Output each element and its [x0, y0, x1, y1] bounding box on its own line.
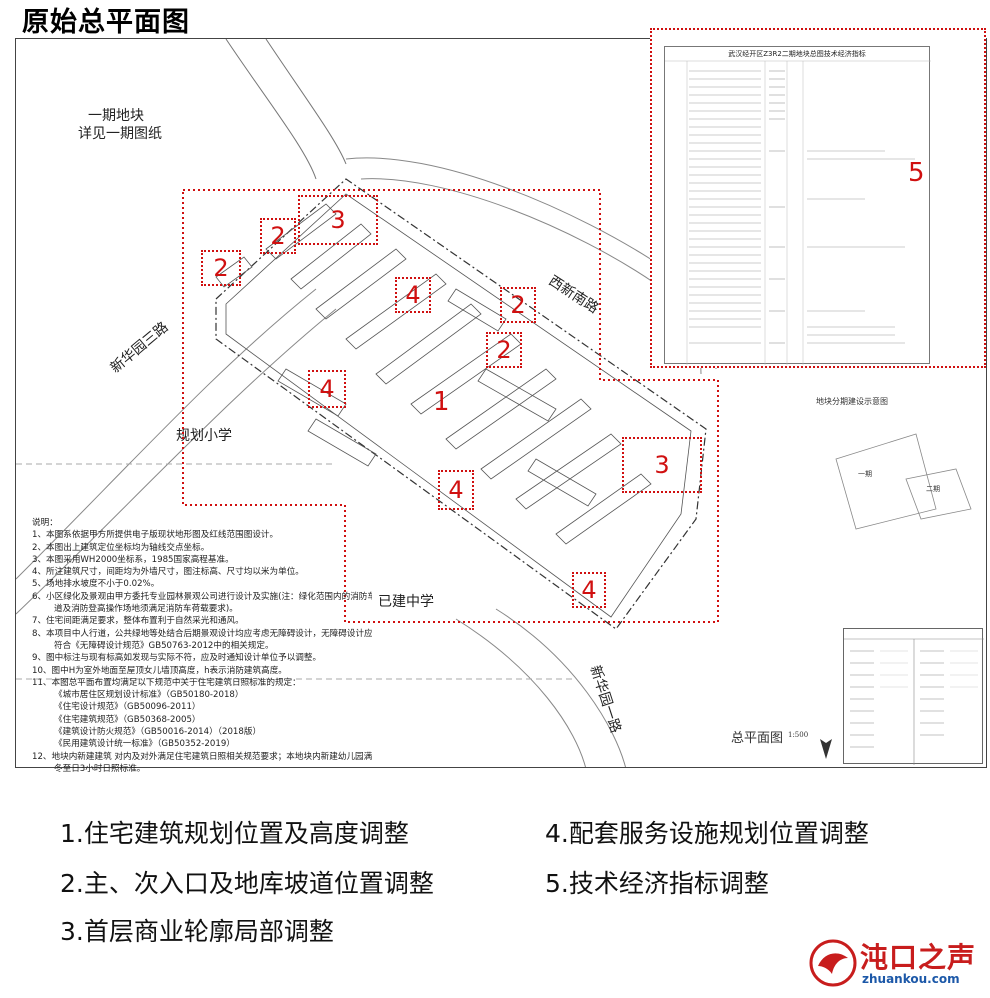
block1-label: 一期地块	[88, 108, 144, 124]
note-line: 《住宅设计规范》（GB50096-2011）	[54, 702, 201, 713]
zone-marker-5: 5	[908, 158, 925, 188]
note-line: 8、本项目中人行道，公共绿地等处结合后期景观设计均应考虑无障碍设计，无障碍设计应	[32, 628, 372, 639]
note-line: 4、所注建筑尺寸，间距均为外墙尺寸，图注标高、尺寸均以米为单位。	[32, 567, 304, 578]
note-line: 11、本图总平面布置均满足以下规范中关于住宅建筑日照标准的规定：	[32, 677, 301, 688]
north-arrow-icon	[820, 739, 832, 759]
note-line: 5、场地排水坡度不小于0.02%。	[32, 579, 160, 590]
note-line: 10、图中H为室外地面至屋顶女儿墙顶高度，h表示消防建筑高度。	[32, 665, 287, 676]
site-plan-drawing: 一期地块 详见一期图纸 新华园三路 西新南路 新华园一路 规划小学 已建中学 总…	[15, 38, 987, 768]
zone-marker-4d: 4	[572, 572, 606, 608]
watermark: 沌口之声 zhuankou.com	[808, 936, 988, 992]
note-line: 道及消防登高操作场地须满足消防车荷载要求)。	[54, 604, 238, 615]
zone-marker-2d: 2	[486, 332, 522, 368]
caption-2: 2.主、次入口及地库坡道位置调整	[60, 869, 434, 898]
note-line: 12、地块内新建建筑 对内及对外满足住宅建筑日照相关规范要求；本地块内新建幼儿园…	[32, 751, 372, 762]
tech-table-lines	[665, 60, 931, 365]
zone-marker-3b: 3	[622, 437, 702, 493]
note-line: 2、本图出上建筑定位坐标均为轴线交点坐标。	[32, 542, 210, 553]
caption-4: 4.配套服务设施规划位置调整	[545, 819, 869, 848]
caption-1: 1.住宅建筑规划位置及高度调整	[60, 819, 409, 848]
note-line: 3、本图采用WH2000坐标系，1985国家高程基准。	[32, 554, 234, 565]
plan-scale: 1:500	[788, 731, 809, 739]
note-line: 冬至日3小时日照标准。	[54, 763, 146, 774]
note-line: 1、本图系依据甲方所提供电子版现状地形图及红线范围图设计。	[32, 530, 279, 541]
school-planned-label: 规划小学	[176, 428, 232, 444]
zone-marker-4a: 4	[395, 277, 431, 313]
note-line: 7、住宅间距满足要求，整体布置利于自然采光和通风。	[32, 616, 244, 627]
note-line: 《民用建筑设计统一标准》（GB50352-2019）	[54, 739, 235, 750]
note-line: 符合《无障碍设计规范》GB50763-2012中的相关规定。	[54, 640, 274, 651]
note-line: 9、图中标注与现有标高如发现与实际不符，应及时通知设计单位予以调整。	[32, 653, 322, 664]
phase2-label: 二期	[926, 485, 940, 493]
partition-caption: 地块分期建设示意图	[816, 397, 888, 406]
school-built-label: 已建中学	[378, 594, 434, 610]
watermark-logo-icon	[809, 939, 857, 987]
zone-marker-2c: 2	[500, 287, 536, 323]
zone-marker-2b: 2	[260, 218, 296, 254]
zone-marker-1: 1	[433, 387, 450, 417]
tech-table-title: 武汉经开区Z3R2二期地块总图技术经济指标	[728, 50, 866, 58]
caption-5: 5.技术经济指标调整	[545, 869, 769, 898]
zone-marker-4b: 4	[308, 370, 346, 408]
phase1-label: 一期	[858, 470, 872, 478]
drawing-legend	[843, 628, 984, 765]
tech-economic-table: 武汉经开区Z3R2二期地块总图技术经济指标	[650, 28, 986, 368]
zone-marker-4c: 4	[438, 470, 474, 510]
note-line: 6、小区绿化及景观由甲方委托专业园林景观公司进行设计及实施(注：绿化范围内的消防…	[32, 591, 372, 602]
page-title: 原始总平面图	[22, 7, 190, 38]
note-line: 《建筑设计防火规范》（GB50016-2014）（2018版）	[54, 727, 262, 738]
legend-lines	[844, 638, 984, 765]
zone-marker-2a: 2	[201, 250, 241, 286]
tech-table-grid: 武汉经开区Z3R2二期地块总图技术经济指标	[664, 46, 931, 365]
drawing-notes: 说明： 1、本图系依据甲方所提供电子版现状地形图及红线范围图设计。 2、本图出上…	[32, 517, 372, 775]
zone-marker-3a: 3	[298, 195, 378, 245]
plan-caption: 总平面图	[731, 731, 784, 746]
caption-3: 3.首层商业轮廓局部调整	[60, 917, 334, 946]
block1-sublabel: 详见一期图纸	[78, 126, 162, 142]
note-line: 《城市居住区规划设计标准》（GB50180-2018）	[54, 690, 244, 701]
note-line: 说明：	[32, 518, 58, 528]
note-line: 《住宅建筑规范》（GB50368-2005）	[54, 714, 201, 725]
watermark-name: 沌口之声	[860, 941, 977, 974]
watermark-url: zhuankou.com	[862, 972, 960, 986]
